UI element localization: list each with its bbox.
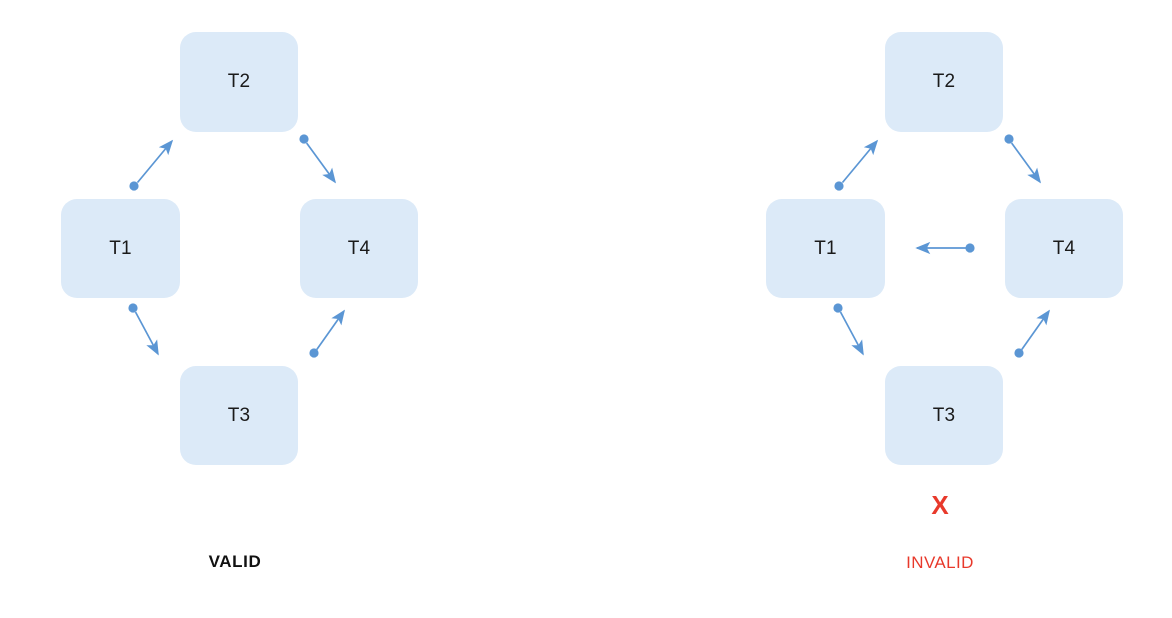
node-t2-label: T2 (932, 71, 956, 92)
invalid-x-icon: X (931, 490, 949, 520)
edge-t1-to-t3 (833, 303, 864, 356)
edge-t2-to-t4 (1004, 134, 1042, 184)
node-t3[interactable]: T3 (180, 366, 298, 465)
node-t1[interactable]: T1 (61, 199, 180, 298)
node-t2-label: T2 (227, 71, 251, 92)
edge-t4-to-t1 (915, 241, 975, 255)
node-t1-label: T1 (814, 237, 837, 259)
edge-t1-to-t2 (834, 139, 879, 191)
node-t2[interactable]: T2 (885, 32, 1003, 132)
node-t4-label: T4 (347, 237, 371, 259)
valid-caption: VALID (208, 552, 262, 571)
edge-t1-to-t3 (128, 303, 159, 356)
node-t3-label: T3 (227, 404, 251, 426)
edge-t3-to-t4 (1014, 309, 1050, 358)
invalid-caption: INVALID (906, 553, 974, 572)
edge-t2-to-t4 (299, 134, 337, 184)
node-t4[interactable]: T4 (300, 199, 418, 298)
node-t4-label: T4 (1052, 237, 1076, 259)
invalid-diagram: T2 T1 T4 T3 X INVALID (705, 0, 1172, 618)
node-t1-label: T1 (109, 237, 132, 259)
node-t3-label: T3 (932, 404, 956, 426)
valid-diagram: T2 T1 T4 T3 VALID (0, 0, 470, 618)
edge-t1-to-t2 (129, 139, 174, 191)
node-t1[interactable]: T1 (766, 199, 885, 298)
node-t2[interactable]: T2 (180, 32, 298, 132)
node-t4[interactable]: T4 (1005, 199, 1123, 298)
edge-t3-to-t4 (309, 309, 345, 358)
node-t3[interactable]: T3 (885, 366, 1003, 465)
